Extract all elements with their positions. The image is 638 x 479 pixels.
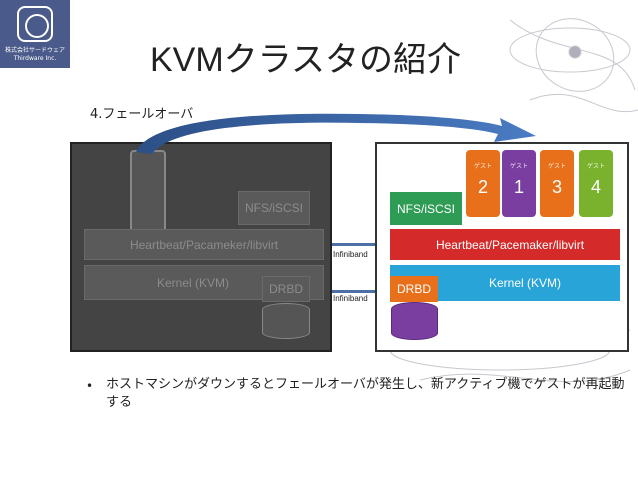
company-logo: 株式会社サードウェア Thirdware Inc. <box>0 0 70 68</box>
right-heartbeat-block: Heartbeat/Pacemaker/libvirt <box>390 229 620 260</box>
left-drbd-block: DRBD <box>262 276 310 302</box>
guest-label: ゲスト <box>509 163 528 170</box>
guest-label: ゲスト <box>547 163 566 170</box>
left-disk-icon <box>262 303 310 339</box>
slide-title: KVMクラスタの紹介 <box>150 41 461 79</box>
left-heartbeat-block: Heartbeat/Pacameker/libvirt <box>84 229 324 260</box>
right-drbd-block: DRBD <box>390 276 438 302</box>
guest-vm-2: ゲスト 2 <box>466 150 500 217</box>
logo-mark-icon <box>17 6 53 42</box>
logo-company-name-en: Thirdware Inc. <box>13 55 57 62</box>
left-nfs-block: NFS/iSCSI <box>238 191 310 225</box>
infiniband-link-bottom <box>332 290 375 293</box>
left-vm-placeholder <box>130 150 166 240</box>
infiniband-label-bottom: Infiniband <box>333 294 368 303</box>
guest-number: 2 <box>477 177 488 197</box>
logo-company-name-jp: 株式会社サードウェア <box>4 47 65 54</box>
guest-vm-1: ゲスト 1 <box>502 150 536 217</box>
right-nfs-block: NFS/iSCSI <box>390 192 462 225</box>
guest-number: 4 <box>590 177 601 197</box>
bullet-marker: • <box>86 379 94 393</box>
failover-arrow-icon <box>136 113 536 154</box>
bullet-text: ホストマシンがダウンするとフェールオーバが発生し、新アクティブ機でゲストが再起動… <box>106 377 625 410</box>
right-disk-icon <box>391 302 438 340</box>
guest-label: ゲスト <box>586 163 605 170</box>
guest-label: ゲスト <box>473 163 492 170</box>
guest-vm-3: ゲスト 3 <box>540 150 574 217</box>
guest-number: 1 <box>513 177 524 197</box>
slide-subtitle: 4.フェールオーバ <box>90 107 194 122</box>
infiniband-label-top: Infiniband <box>333 250 368 259</box>
guest-number: 3 <box>551 177 562 197</box>
guest-vm-4: ゲスト 4 <box>579 150 613 217</box>
infiniband-link-top <box>332 243 375 246</box>
